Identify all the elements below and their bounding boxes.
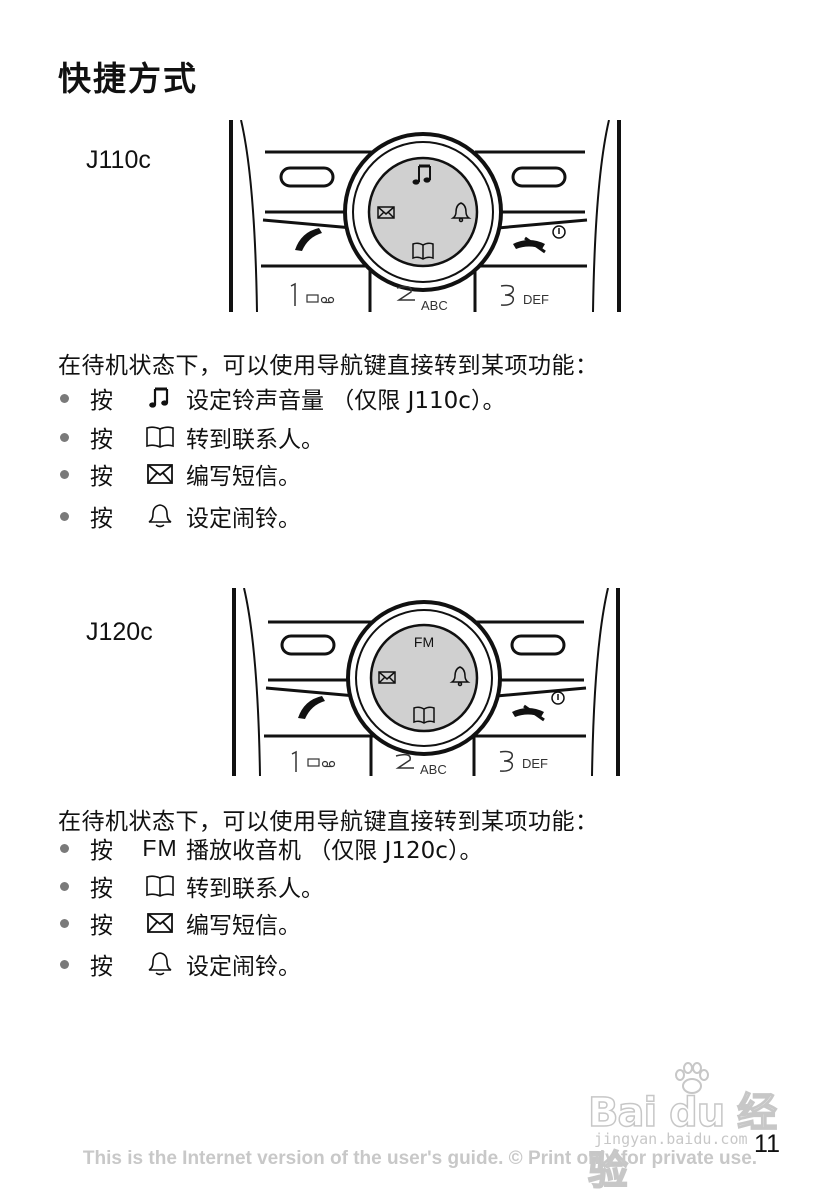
- nav-book-icon: [412, 242, 434, 260]
- key3-def-label: DEF: [522, 756, 548, 771]
- list-item: 按 FM 播放收音机 （仅限 J120c）。: [58, 830, 482, 866]
- envelope-icon: [134, 912, 186, 934]
- key3-def-label: DEF: [523, 292, 549, 307]
- press-label: 按: [90, 913, 113, 939]
- item-text: 转到联系人。: [186, 427, 324, 453]
- item-text: 编写短信。: [186, 464, 301, 490]
- nav-alarm-bell-icon: [449, 666, 471, 687]
- press-label: 按: [90, 427, 113, 453]
- item-text: 编写短信。: [186, 913, 301, 939]
- bullet-dot: [60, 843, 69, 853]
- list-item: 按 编写短信。: [58, 905, 301, 941]
- model-label-j120c: J120c: [86, 618, 153, 646]
- bullet-dot: [60, 511, 69, 521]
- key2-abc-label: ABC: [420, 762, 447, 776]
- item-text: 设定闹铃。: [186, 506, 301, 532]
- section1-intro: 在待机状态下，可以使用导航键直接转到某项功能：: [58, 353, 599, 379]
- end-key-icon: [513, 225, 566, 254]
- list-item: 按 编写短信。: [58, 456, 301, 492]
- section1-bullet-list: 按 设定铃声音量 （仅限 J110c）。 按 转到联系人。 按: [58, 380, 818, 540]
- nav-fm-label: FM: [414, 634, 434, 650]
- bullet-dot: [60, 393, 69, 403]
- music-note-icon: [134, 386, 186, 410]
- section2-bullet-list: 按 FM 播放收音机 （仅限 J120c）。 按 转到联系人。 按 编写短信。 …: [58, 830, 818, 990]
- list-item: 按 转到联系人。: [58, 868, 324, 904]
- press-label: 按: [90, 464, 113, 490]
- model-label-j110c: J110c: [86, 146, 151, 174]
- nav-alarm-bell-icon: [450, 202, 472, 223]
- list-item: 按 设定铃声音量 （仅限 J110c）。: [58, 380, 505, 416]
- baidu-watermark: Bai du 经验 jingyan.baidu.com: [587, 1062, 788, 1195]
- alarm-bell-icon: [134, 503, 186, 529]
- paw-logo-icon: [675, 1062, 709, 1094]
- press-label: 按: [90, 838, 113, 864]
- press-label: 按: [90, 388, 113, 414]
- press-label: 按: [90, 954, 113, 980]
- bullet-dot: [60, 959, 69, 969]
- page-title: 快捷方式: [58, 59, 198, 98]
- watermark-url: jingyan.baidu.com: [594, 1130, 748, 1148]
- item-text: 转到联系人。: [186, 876, 324, 902]
- call-key-icon: [298, 696, 325, 719]
- page-number: 11: [754, 1130, 780, 1158]
- list-item: 按 设定闹铃。: [58, 498, 301, 534]
- fm-label: FM: [142, 834, 178, 861]
- list-item: 按 设定闹铃。: [58, 946, 301, 982]
- item-text: 设定铃声音量 （仅限 J110c）。: [186, 388, 506, 414]
- list-item: 按 转到联系人。: [58, 419, 324, 455]
- bullet-dot: [60, 469, 69, 479]
- footer-disclaimer: This is the Internet version of the user…: [82, 1148, 758, 1169]
- item-text: 播放收音机 （仅限 J120c）。: [186, 838, 483, 864]
- envelope-icon: [134, 463, 186, 485]
- nav-music-note-icon: [412, 164, 431, 185]
- press-label: 按: [90, 506, 113, 532]
- key1-voicemail-icon: [307, 758, 336, 768]
- watermark-brand: Bai du 经验: [587, 1089, 778, 1195]
- item-text: 设定闹铃。: [186, 954, 301, 980]
- nav-book-icon: [413, 706, 435, 724]
- nav-envelope-icon: [378, 671, 396, 684]
- phone-keypad-illustration-j110c: ABC DEF: [225, 120, 625, 312]
- bullet-dot: [60, 432, 69, 442]
- key2-abc-label: ABC: [421, 298, 448, 312]
- key1-voicemail-icon: [306, 294, 335, 304]
- book-icon: [134, 874, 186, 898]
- phone-keypad-illustration-j120c: FM ABC DEF: [228, 588, 624, 776]
- bullet-dot: [60, 881, 69, 891]
- call-key-icon: [295, 228, 322, 251]
- press-label: 按: [90, 876, 113, 902]
- bullet-dot: [60, 918, 69, 928]
- nav-envelope-icon: [377, 206, 395, 219]
- end-key-icon: [512, 691, 565, 722]
- book-icon: [134, 425, 186, 449]
- alarm-bell-icon: [134, 951, 186, 977]
- section2-intro: 在待机状态下，可以使用导航键直接转到某项功能：: [58, 809, 599, 835]
